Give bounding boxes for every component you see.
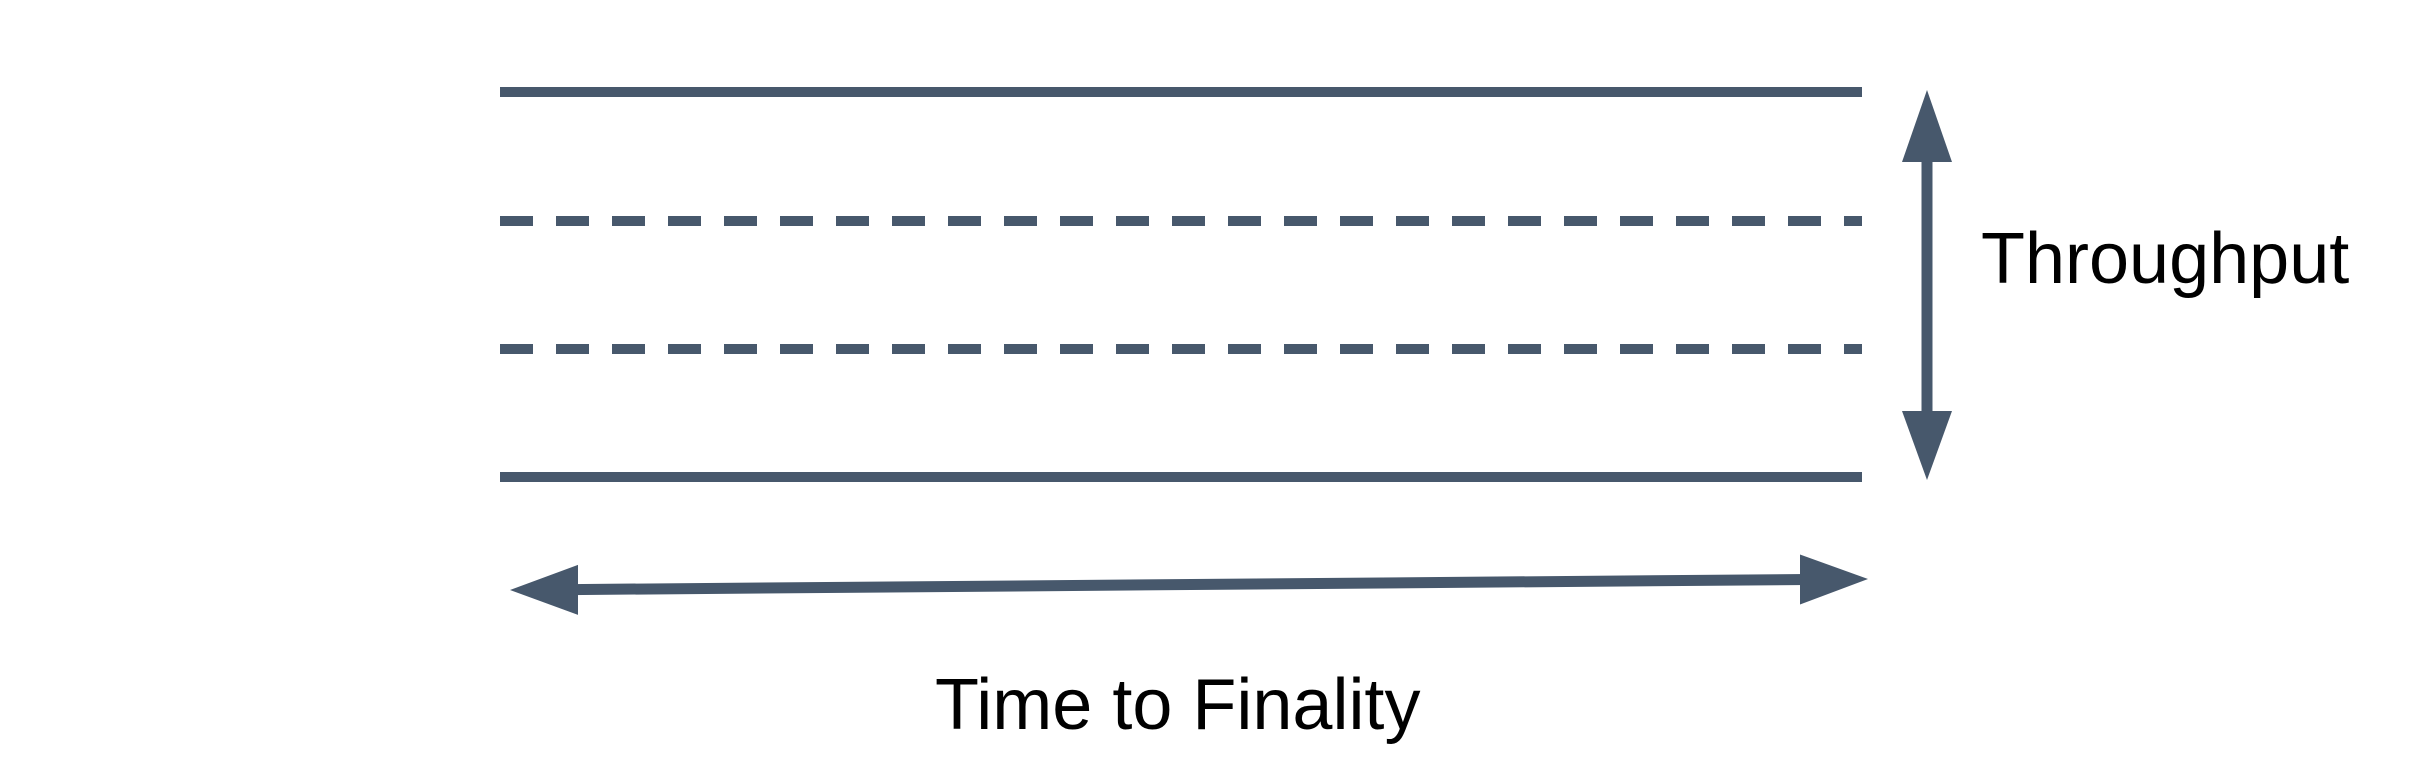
time-to-finality-arrow-shaft [569, 574, 1809, 596]
time-to-finality-label: Time to Finality [935, 665, 1421, 745]
arrowhead-down-icon [1902, 411, 1952, 480]
arrowhead-left-icon [510, 564, 578, 615]
throughput-label: Throughput [1981, 219, 2350, 299]
throughput-range-arrow [1902, 90, 1952, 480]
time-to-finality-range-arrow [510, 554, 1868, 615]
arrowhead-up-icon [1902, 90, 1952, 162]
arrowhead-right-icon [1800, 554, 1868, 605]
